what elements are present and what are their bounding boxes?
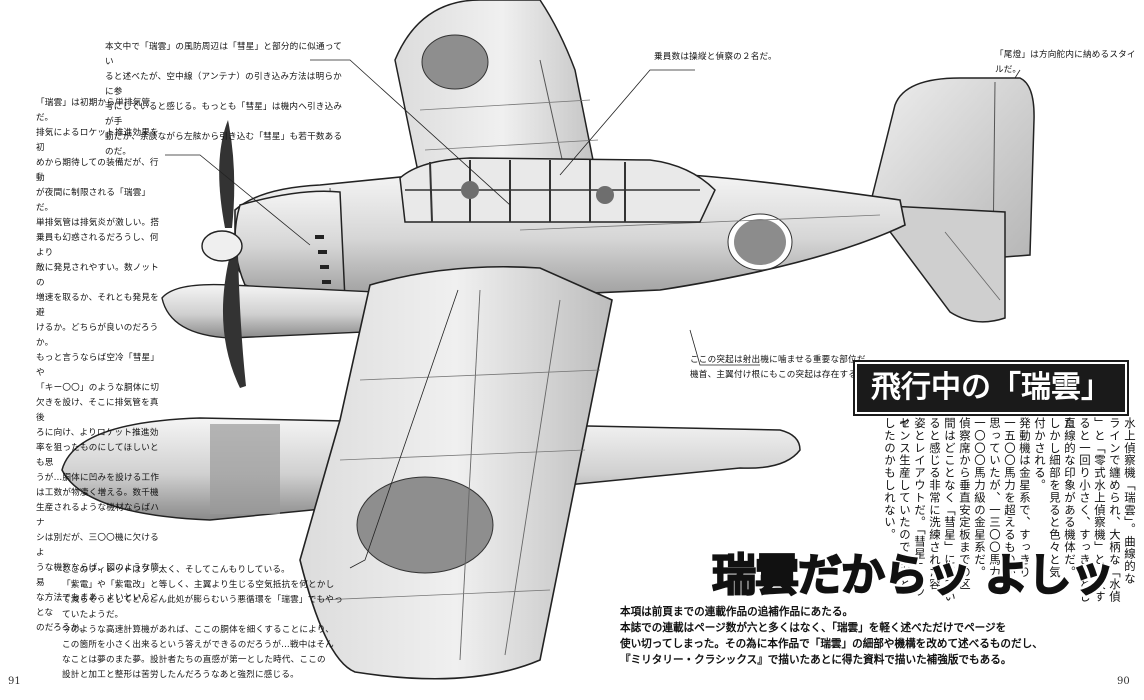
section1-column: 水上偵察機「瑞雲」。曲線的な bbox=[1123, 417, 1137, 585]
propeller bbox=[201, 120, 246, 388]
hinomaru-upper-wing bbox=[421, 34, 489, 90]
exhaust-stack bbox=[318, 250, 327, 254]
section1-body: 水上偵察機「瑞雲」。曲線的な ラインで纏められ、大柄な「水偵 」と「零式水上偵察… bbox=[873, 417, 1143, 617]
lower-wing bbox=[299, 265, 613, 680]
hinomaru-fuselage bbox=[734, 219, 786, 265]
section1-column: 発動機は金星系で、すっきり bbox=[1018, 417, 1032, 579]
section-title-in-flight: 飛行中の「瑞雲」 bbox=[853, 360, 1129, 416]
section1-column: ると一回り小さく、すっきりとした bbox=[1062, 417, 1093, 603]
section1-column: 直線的な印象がある機体だ。 bbox=[1063, 417, 1077, 579]
exhaust-stack bbox=[320, 265, 329, 269]
exhaust-note: 「瑞雲」は初期から単排気管だ。 排気によるロケット推進効果を初 めから期待しての… bbox=[36, 98, 160, 633]
page-number-left: 91 bbox=[8, 676, 21, 687]
fuselage bbox=[234, 174, 906, 303]
section1-column: ラインで纏められ、大柄な「水偵 bbox=[1108, 417, 1122, 603]
section1-column: 間はどことなく「彗星」に似てい bbox=[943, 417, 957, 603]
section1-column: 姿とレイアウトだ。「彗星」をライ bbox=[897, 417, 928, 598]
catapult-note: ここの突起は射出機に噛ませる重要な部位だ。 機首、主翼付け根にもこの突起は存在す… bbox=[690, 355, 875, 380]
tail-light-note: 「尾燈」は方向舵内に納めるスタイルだ。 bbox=[995, 50, 1136, 75]
section1-column: センス生産していたので参考と bbox=[898, 417, 912, 591]
section1-column: しかし細部を見ると色々と気 bbox=[1048, 417, 1062, 579]
section1-column: ると感じる非常に洗練された容 bbox=[928, 417, 942, 591]
section1-column: 思っていたが、一三〇〇馬力 bbox=[988, 417, 1002, 579]
antenna-note: 本文中で「瑞雲」の風防周辺は「彗星」と部分的に似通ってい ると述べたが、空中線（… bbox=[105, 42, 343, 157]
section1-column: 一五〇〇馬力を超えるものかと bbox=[1003, 417, 1017, 591]
page-number-right: 90 bbox=[1117, 676, 1130, 687]
observer-figure bbox=[596, 186, 614, 204]
horizontal-stabilizer bbox=[868, 204, 1006, 323]
section2-intro: 本項は前頁までの連載作品の追補作品にあたる。 本誌での連載はページ数が六と多くは… bbox=[620, 606, 1043, 666]
section1-column: 付かされる。 bbox=[1033, 417, 1047, 492]
fillet-note: ここのフィレットはブッ太く、そしてこんもりしている。 「紫電」や「紫電改」と等し… bbox=[62, 565, 343, 680]
tail-assembly bbox=[868, 77, 1035, 323]
engine-cowling bbox=[234, 190, 346, 301]
crew-note: 乗員数は操縦と偵察の２名だ。 bbox=[654, 52, 777, 62]
section1-column: したのかもしれない。 bbox=[883, 417, 897, 541]
spinner bbox=[201, 230, 243, 262]
pilot-figure bbox=[461, 181, 479, 199]
canopy bbox=[399, 157, 716, 223]
section-title-main: 瑞雲だからッ よしッ bbox=[711, 549, 1115, 602]
exhaust-stack bbox=[322, 280, 331, 284]
section1-column: 偵察席から垂直安定板までの区 bbox=[958, 417, 972, 591]
exhaust-stack bbox=[315, 235, 324, 239]
section1-column: 」と「零式水上偵察機」と比較す bbox=[1093, 417, 1107, 603]
section1-column: 一〇〇〇馬力級の金星系だ。 bbox=[973, 417, 987, 579]
hinomaru-lower-wing bbox=[356, 476, 494, 574]
leader-lines bbox=[165, 59, 1021, 569]
